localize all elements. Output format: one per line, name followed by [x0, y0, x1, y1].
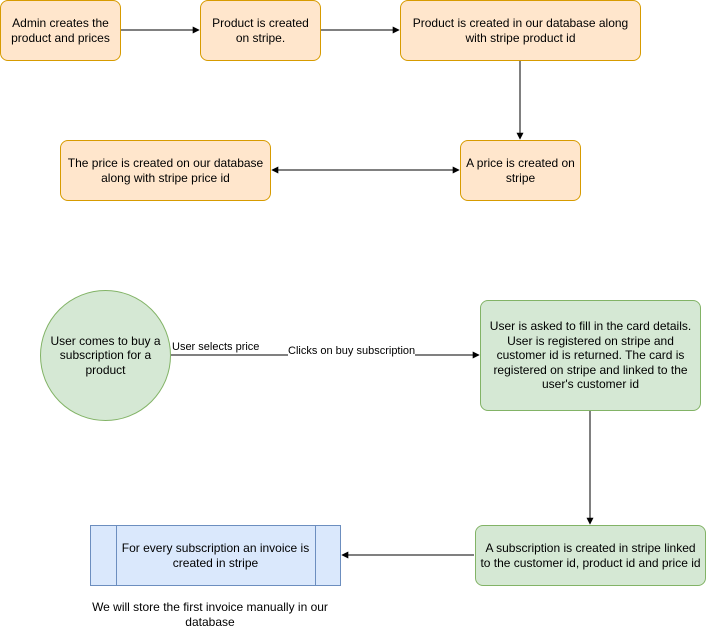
card-details-node[interactable]: User is asked to fill in the card detail…	[480, 300, 701, 411]
user-comes-node[interactable]: User comes to buy a subscription for a p…	[40, 290, 171, 421]
card-details-text: User is asked to fill in the card detail…	[489, 319, 692, 392]
product-created-db-node[interactable]: Product is created in our database along…	[400, 0, 641, 61]
price-created-db-node[interactable]: The price is created on our database alo…	[60, 140, 271, 201]
price-created-stripe-text: A price is created on stripe	[466, 156, 575, 185]
edge-label-selects-price: User selects price	[172, 341, 260, 354]
edge-label-clicks-buy: Clicks on buy subscription	[288, 345, 416, 358]
invoice-created-node[interactable]: For every subscription an invoice is cre…	[90, 525, 341, 586]
invoice-created-text: For every subscription an invoice is cre…	[121, 541, 310, 570]
admin-creates-text: Admin creates the product and prices	[11, 16, 110, 45]
product-created-stripe-node[interactable]: Product is created on stripe.	[200, 0, 321, 61]
product-created-stripe-text: Product is created on stripe.	[212, 16, 309, 45]
subscription-created-node[interactable]: A subscription is created in stripe link…	[475, 525, 706, 586]
admin-creates-node[interactable]: Admin creates the product and prices	[0, 0, 121, 61]
product-created-db-text: Product is created in our database along…	[412, 16, 629, 45]
note-first-invoice: We will store the first invoice manually…	[92, 600, 328, 629]
price-created-db-text: The price is created on our database alo…	[67, 156, 264, 185]
price-created-stripe-node[interactable]: A price is created on stripe	[460, 140, 581, 201]
subscription-created-text: A subscription is created in stripe link…	[480, 541, 701, 570]
process-left-divider	[116, 526, 117, 585]
user-comes-text: User comes to buy a subscription for a p…	[50, 333, 161, 377]
process-right-divider	[315, 526, 316, 585]
